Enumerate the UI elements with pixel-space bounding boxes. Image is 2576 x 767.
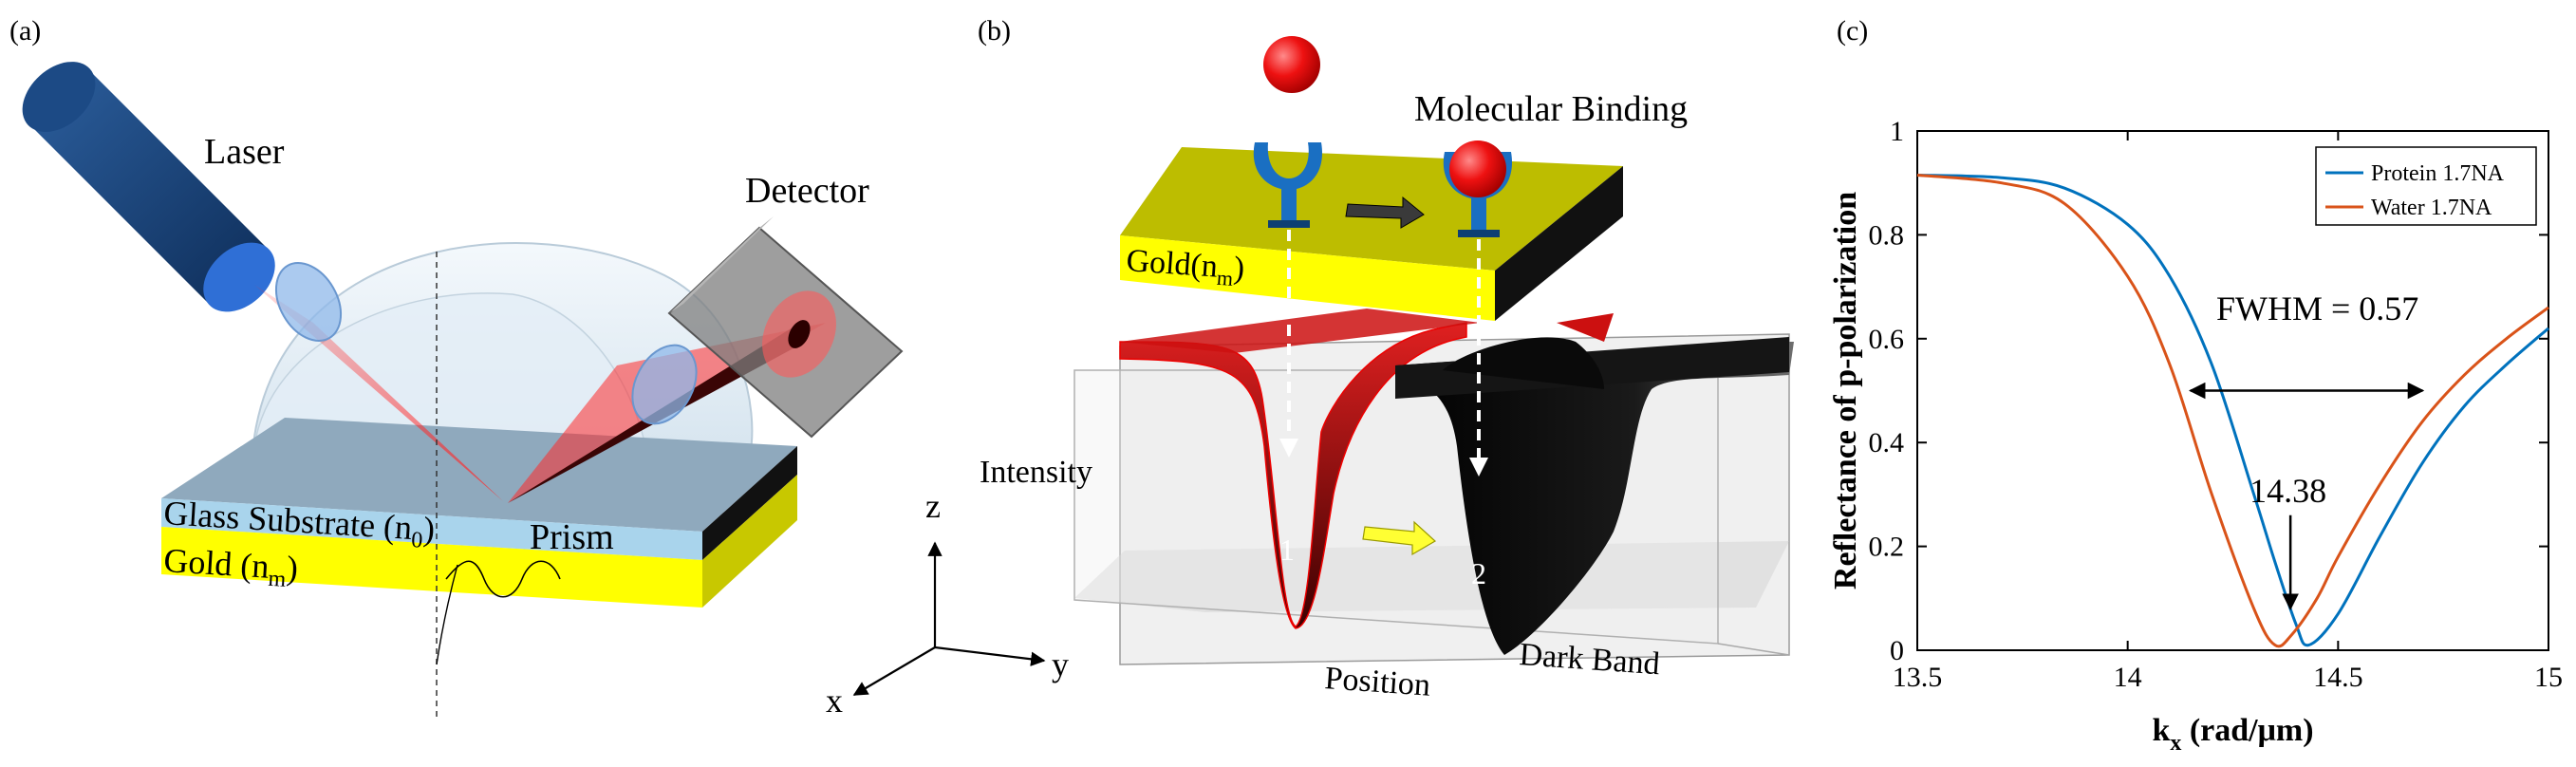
output-lens: [631, 344, 698, 425]
y-tick-label: 0.6: [1869, 324, 1905, 355]
y-tick-label: 1: [1890, 116, 1904, 147]
dip-2-label: 2: [1471, 556, 1486, 590]
intensity-surface-2: [1395, 342, 1794, 655]
gold-plate-label: Gold(nm): [1125, 243, 1245, 291]
coordinate-axes: [852, 541, 1046, 696]
axis-x-label: x: [826, 682, 843, 720]
dip-1-label: 1: [1279, 533, 1295, 567]
legend-box: [2315, 146, 2537, 226]
detector-box: [667, 216, 904, 439]
gold-label: Gold (nm): [162, 541, 299, 593]
panel-c-label: (c): [1837, 15, 1868, 47]
prism-label: Prism: [530, 517, 614, 557]
x-axis-label: kx (rad/μm): [2152, 713, 2313, 756]
gold-layer-end: [702, 475, 797, 608]
analyte-molecule-free: [1263, 36, 1320, 93]
panel-b: (b) Gold(nm): [978, 15, 1794, 703]
y-tick-label: 0.8: [1869, 219, 1905, 251]
minimum-label: 14.38: [2249, 472, 2326, 510]
y-tick-label: 0.2: [1869, 532, 1905, 563]
laser-aperture: [203, 242, 275, 312]
legend-entry: Protein 1.7NA: [2371, 161, 2505, 186]
x-tick-label: 14.5: [2313, 662, 2363, 693]
y-axis-label: Reflectance of p-polarization: [1828, 192, 1863, 589]
gold-layer-side: [161, 527, 702, 608]
laser-label: Laser: [204, 132, 285, 172]
glass-substrate-side: [161, 498, 702, 560]
legend: Protein 1.7NA Water 1.7NA: [2315, 146, 2537, 226]
glass-substrate-end: [702, 446, 797, 560]
fwhm-label: FWHM = 0.57: [2216, 290, 2418, 327]
gold-plate-end: [1495, 166, 1623, 321]
axis-z-label: z: [925, 487, 941, 525]
x-tick-label: 15: [2534, 662, 2563, 693]
analyte-molecule-bound: [1449, 140, 1506, 197]
evanescent-wave: [445, 560, 561, 598]
panel-a-label: (a): [9, 15, 41, 47]
position-axis-label: Position: [1323, 661, 1431, 703]
series-line-water: [1916, 174, 2549, 648]
x-tick-label: 14: [2114, 662, 2142, 693]
y-tick-label: 0.4: [1869, 427, 1905, 458]
shift-arrow-icon: [1362, 520, 1437, 556]
panel-a: (a): [9, 15, 1069, 721]
decay-curve: [436, 564, 458, 665]
y-tick-label: 0: [1890, 635, 1904, 666]
x-tick-label: 13.5: [1893, 662, 1943, 693]
measurement-box-floor: [1074, 541, 1789, 612]
series-line-protein: [1916, 173, 2549, 647]
receptor-icon: [1253, 142, 1323, 228]
binding-arrow-icon: [1345, 196, 1425, 229]
gold-plate-front: [1120, 235, 1495, 321]
detector-label: Detector: [745, 171, 869, 211]
intensity-axis-label: Intensity: [980, 455, 1092, 490]
axis-y-label: y: [1052, 645, 1069, 683]
molecular-binding-label: Molecular Binding: [1414, 89, 1688, 129]
input-lens: [274, 262, 343, 342]
laser-source: [22, 62, 275, 312]
legend-entry: Water 1.7NA: [2371, 196, 2492, 220]
svg-text:Gold (nm): Gold (nm): [162, 541, 299, 593]
panel-b-label: (b): [978, 15, 1011, 47]
glass-substrate-top: [161, 418, 797, 532]
